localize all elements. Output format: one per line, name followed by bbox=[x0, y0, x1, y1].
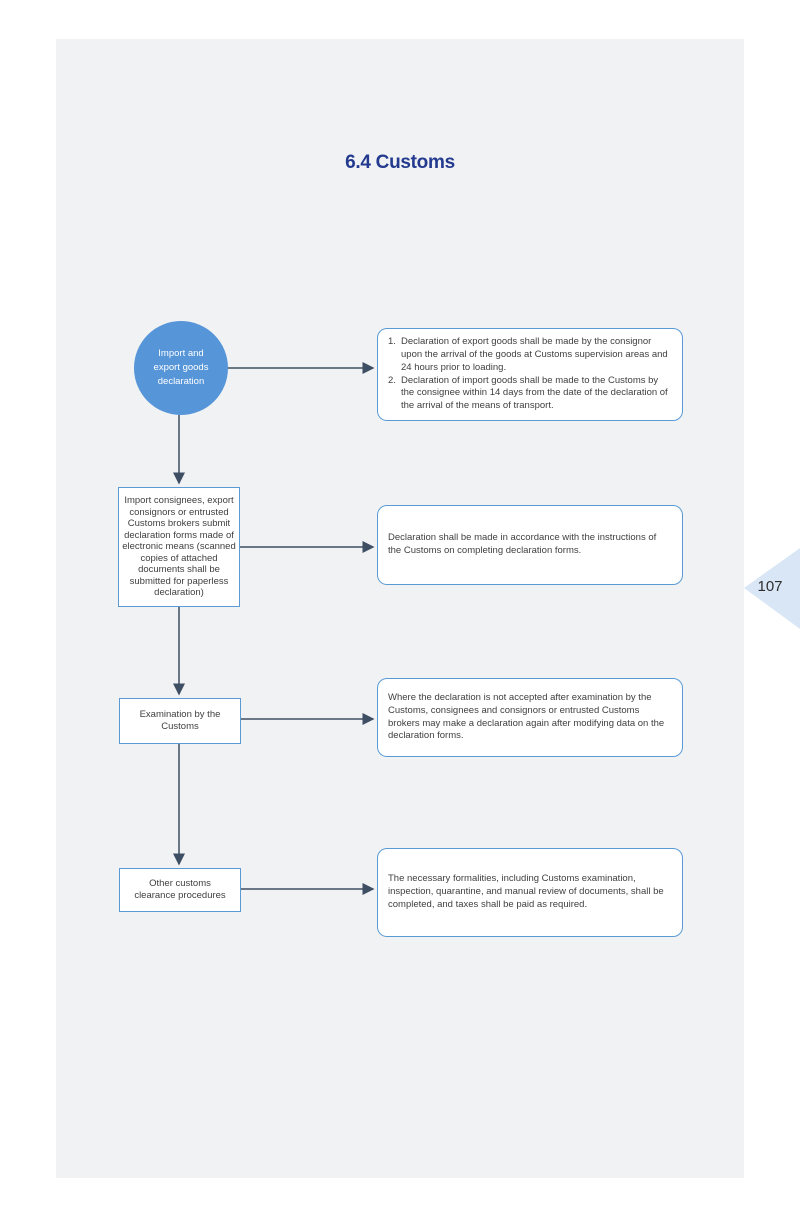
page-number: 107 bbox=[757, 578, 783, 595]
note-text: Where the declaration is not accepted af… bbox=[388, 691, 665, 742]
list-item-text: Declaration of import goods shall be mad… bbox=[401, 374, 668, 412]
flow-node-label: Examination by the Customs bbox=[139, 708, 221, 733]
flow-node-label: Other customs clearance procedures bbox=[134, 877, 226, 902]
flow-node-submit-declaration-forms: Import consignees, export consignors or … bbox=[118, 487, 240, 607]
document-page bbox=[56, 39, 744, 1178]
list-item-number: 2. bbox=[388, 374, 396, 386]
section-title: 6.4 Customs bbox=[345, 152, 455, 173]
note-text: The necessary formalities, including Cus… bbox=[388, 873, 664, 910]
flow-node-other-clearance-procedures: Other customs clearance procedures bbox=[119, 868, 241, 912]
list-item-number: 1. bbox=[388, 336, 396, 348]
note-text: Declaration shall be made in accordance … bbox=[388, 532, 657, 556]
note-list-item: 2. Declaration of import goods shall be … bbox=[388, 375, 672, 413]
note-other-formalities: The necessary formalities, including Cus… bbox=[377, 848, 683, 937]
note-declaration-instructions: Declaration shall be made in accordance … bbox=[377, 505, 683, 585]
list-item-text: Declaration of export goods shall be mad… bbox=[401, 336, 668, 373]
note-list-item: 1. Declaration of export goods shall be … bbox=[388, 336, 672, 374]
note-declaration-not-accepted: Where the declaration is not accepted af… bbox=[377, 678, 683, 757]
flow-node-label: Import consignees, export consignors or … bbox=[122, 495, 236, 599]
flow-node-examination-by-customs: Examination by the Customs bbox=[119, 698, 241, 744]
note-declaration-deadlines: 1. Declaration of export goods shall be … bbox=[377, 328, 683, 421]
flow-node-import-export-declaration: Import and export goods declaration bbox=[134, 321, 228, 415]
flow-node-label: Import and export goods declaration bbox=[153, 348, 209, 387]
